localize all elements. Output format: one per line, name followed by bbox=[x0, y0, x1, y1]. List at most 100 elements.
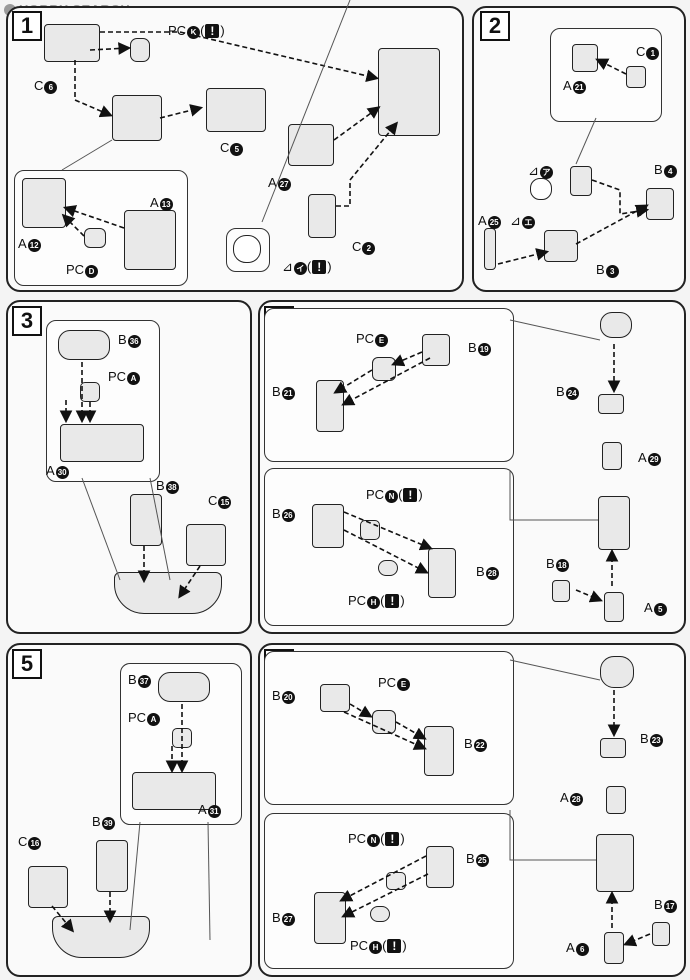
arrow bbox=[341, 873, 429, 918]
part-forearm bbox=[596, 834, 634, 892]
callout-line bbox=[575, 117, 597, 165]
part-b38 bbox=[130, 494, 162, 546]
part-foot-unit bbox=[570, 166, 592, 196]
part-a28 bbox=[606, 786, 626, 814]
part-a6 bbox=[604, 932, 624, 964]
step-number: 2 bbox=[480, 11, 510, 41]
part-b36 bbox=[58, 330, 110, 360]
part-c15 bbox=[186, 524, 226, 566]
part-a27 bbox=[288, 124, 334, 166]
part-c1 bbox=[626, 66, 646, 88]
arrow bbox=[595, 58, 627, 75]
arrow bbox=[100, 31, 380, 83]
callout-line bbox=[149, 477, 171, 581]
part-c6 bbox=[44, 24, 100, 62]
arrow bbox=[159, 104, 204, 119]
part-block bbox=[112, 95, 162, 141]
arrow bbox=[623, 933, 651, 947]
arrow bbox=[336, 121, 399, 207]
part-b26 bbox=[312, 504, 344, 548]
callout-line bbox=[61, 139, 113, 171]
label-cut-warning: ⊿イ(!) bbox=[282, 259, 332, 275]
arrow bbox=[333, 369, 373, 394]
arrow bbox=[343, 529, 429, 574]
part-a31 bbox=[132, 772, 216, 810]
part-a12-assembly bbox=[22, 178, 66, 228]
part-a30 bbox=[60, 424, 144, 462]
part-b4 bbox=[646, 188, 674, 220]
arrow bbox=[74, 60, 113, 118]
arrow bbox=[61, 213, 85, 237]
part-pc-h bbox=[370, 906, 390, 922]
label-mark-e: ⊿エ bbox=[510, 213, 535, 229]
label-mark-a: ⊿ア bbox=[528, 163, 553, 179]
arrow bbox=[341, 357, 431, 406]
part-head-joint bbox=[600, 312, 632, 338]
arrow bbox=[349, 703, 373, 718]
arrow bbox=[343, 511, 433, 551]
part-b22 bbox=[424, 726, 454, 776]
callout-line bbox=[509, 810, 596, 861]
arrow bbox=[89, 42, 132, 55]
arrow bbox=[391, 351, 423, 367]
part-b39 bbox=[96, 840, 128, 892]
callout-line bbox=[81, 477, 121, 581]
arrow bbox=[575, 589, 603, 603]
part-a25 bbox=[484, 228, 496, 270]
arrow bbox=[497, 248, 550, 265]
part-head-joint bbox=[600, 656, 634, 688]
step-number: 5 bbox=[12, 649, 42, 679]
part-pc-a bbox=[80, 382, 100, 402]
callout-line bbox=[207, 821, 211, 941]
part-c16 bbox=[28, 866, 68, 908]
part-forearm bbox=[598, 496, 630, 550]
arrow bbox=[591, 179, 650, 218]
arrow bbox=[339, 855, 427, 902]
part-b3 bbox=[544, 230, 578, 262]
part-b18 bbox=[552, 580, 570, 602]
part-b37 bbox=[158, 672, 210, 702]
part-pc-e bbox=[372, 710, 396, 734]
part-b17 bbox=[652, 922, 670, 946]
step-number: 1 bbox=[12, 11, 42, 41]
arrow bbox=[51, 905, 75, 933]
part-b23 bbox=[600, 738, 626, 758]
callout-circle bbox=[530, 178, 552, 200]
arrow bbox=[178, 565, 201, 599]
part-a29 bbox=[602, 442, 622, 470]
callout-line bbox=[261, 0, 351, 223]
